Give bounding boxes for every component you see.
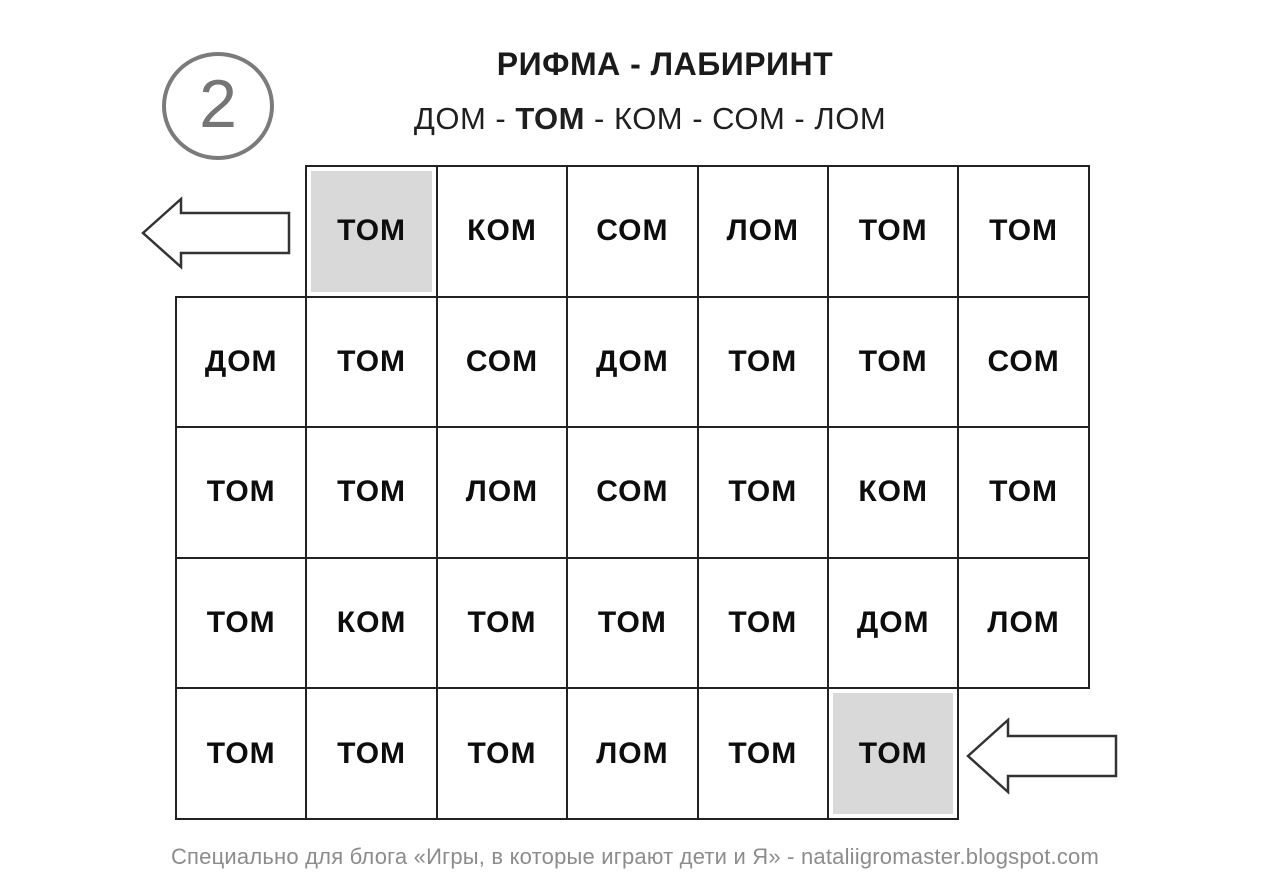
page-title: РИФМА - ЛАБИРИНТ bbox=[496, 46, 834, 82]
maze-cell-word: ТОМ bbox=[467, 736, 537, 770]
page-number-badge: 2 bbox=[162, 52, 274, 160]
maze-cell-word: ЛОМ bbox=[596, 736, 669, 770]
maze-cell-word: СОМ bbox=[465, 344, 539, 378]
maze-cell-word: СОМ bbox=[987, 344, 1060, 378]
maze-cell[interactable]: ТОМ bbox=[957, 165, 1090, 298]
maze-cell[interactable]: КОМ bbox=[435, 165, 569, 298]
maze-cell[interactable]: ТОМ bbox=[175, 687, 308, 820]
maze-cell-word: ТОМ bbox=[597, 606, 667, 640]
maze-cell[interactable]: СОМ bbox=[435, 295, 569, 429]
maze-cell-word: КОМ bbox=[467, 214, 537, 248]
maze-cell-word: ДОМ bbox=[596, 344, 669, 378]
maze-cell[interactable]: ТОМ bbox=[696, 426, 829, 559]
maze-cell[interactable]: ТОМ bbox=[696, 295, 829, 429]
maze-cell[interactable]: КОМ bbox=[305, 556, 438, 690]
highlight-fill bbox=[311, 171, 432, 292]
entry-arrow-icon bbox=[966, 716, 1118, 796]
page-number: 2 bbox=[199, 66, 237, 142]
maze-cell-word: ТОМ bbox=[337, 214, 407, 248]
maze-cell-word: ТОМ bbox=[728, 736, 798, 770]
maze-cell-word: ТОМ bbox=[728, 475, 798, 509]
rhyme-word-plain: - КОМ - СОМ - ЛОМ bbox=[584, 101, 887, 136]
maze-cell[interactable]: ТОМ bbox=[696, 687, 829, 820]
maze-cell[interactable]: ТОМ bbox=[175, 556, 308, 690]
maze-cell-word: ЛОМ bbox=[465, 475, 539, 509]
maze-grid: ТОМ КОМ СОМ ЛОМ ТОМ ТОМ ДОМ ТОМ СОМ ДОМ ТОМ ТОМ СОМ Т… bbox=[175, 165, 1090, 821]
rhyme-word-list: ДОМ - ТОМ - КОМ - СОМ - ЛОМ bbox=[330, 101, 970, 137]
maze-cell[interactable]: ТОМ bbox=[696, 556, 829, 690]
maze-cell[interactable]: ТОМ bbox=[435, 556, 569, 690]
maze-cell[interactable]: ДОМ bbox=[827, 556, 960, 690]
maze-cell-word: ТОМ bbox=[467, 606, 537, 640]
maze-cell-word: ТОМ bbox=[206, 736, 276, 770]
maze-cell-word: ТОМ bbox=[858, 344, 928, 378]
maze-cell[interactable]: ТОМ bbox=[175, 426, 308, 559]
maze-cell-word: КОМ bbox=[336, 606, 407, 640]
maze-cell-word: ТОМ bbox=[728, 344, 798, 378]
maze-cell[interactable]: ТОМ bbox=[566, 556, 699, 690]
maze-cell[interactable]: ДОМ bbox=[175, 295, 308, 429]
maze-cell[interactable]: ЛОМ bbox=[957, 556, 1090, 690]
maze-cell[interactable]: ДОМ bbox=[566, 295, 699, 429]
maze-cell-word: ТОМ bbox=[858, 214, 928, 248]
maze-cell[interactable]: ТОМ bbox=[827, 165, 960, 298]
maze-cell[interactable]: ТОМ bbox=[305, 687, 438, 820]
maze-cell[interactable]: ТОМ bbox=[305, 295, 438, 429]
maze-cell-word: ТОМ bbox=[989, 475, 1059, 509]
maze-cell-word: ДОМ bbox=[204, 344, 278, 378]
maze-cell[interactable]: ТОМ bbox=[305, 426, 438, 559]
credit-text: Специально для блога «Игры, в которые иг… bbox=[170, 844, 1100, 869]
maze-cell-word: ТОМ bbox=[989, 214, 1059, 248]
maze-cell[interactable]: ЛОМ bbox=[435, 426, 569, 559]
maze-cell-word: ТОМ bbox=[858, 736, 928, 770]
highlight-fill bbox=[833, 693, 954, 814]
maze-cell[interactable]: ТОМ bbox=[435, 687, 569, 820]
rhyme-word-plain: ДОМ - bbox=[413, 101, 516, 136]
maze-cell-word: ДОМ bbox=[856, 606, 930, 640]
maze-cell-word: ТОМ bbox=[206, 606, 276, 640]
maze-cell-word: ТОМ bbox=[337, 475, 407, 509]
maze-cell-highlighted[interactable]: ТОМ bbox=[827, 687, 960, 820]
maze-cell-word: СОМ bbox=[596, 475, 669, 509]
maze-cell-highlighted[interactable]: ТОМ bbox=[305, 165, 438, 298]
exit-arrow-icon bbox=[141, 196, 291, 270]
maze-cell-word: ТОМ bbox=[728, 606, 798, 640]
rhyme-word-target: ТОМ bbox=[515, 101, 585, 136]
maze-cell[interactable]: СОМ bbox=[957, 295, 1090, 429]
maze-cell-word: СОМ bbox=[596, 214, 669, 248]
maze-cell[interactable]: СОМ bbox=[566, 165, 699, 298]
maze-cell-word: ЛОМ bbox=[987, 606, 1060, 640]
maze-cell-word: ТОМ bbox=[337, 344, 407, 378]
maze-cell[interactable]: ЛОМ bbox=[696, 165, 829, 298]
maze-cell[interactable]: ТОМ bbox=[827, 295, 960, 429]
maze-cell-word: КОМ bbox=[858, 475, 929, 509]
maze-cell-word: ТОМ bbox=[206, 475, 276, 509]
maze-cell[interactable]: СОМ bbox=[566, 426, 699, 559]
maze-cell-word: ЛОМ bbox=[726, 214, 799, 248]
maze-cell-word: ТОМ bbox=[337, 736, 407, 770]
maze-cell[interactable]: ТОМ bbox=[957, 426, 1090, 559]
maze-cell[interactable]: КОМ bbox=[827, 426, 960, 559]
maze-cell[interactable]: ЛОМ bbox=[566, 687, 699, 820]
